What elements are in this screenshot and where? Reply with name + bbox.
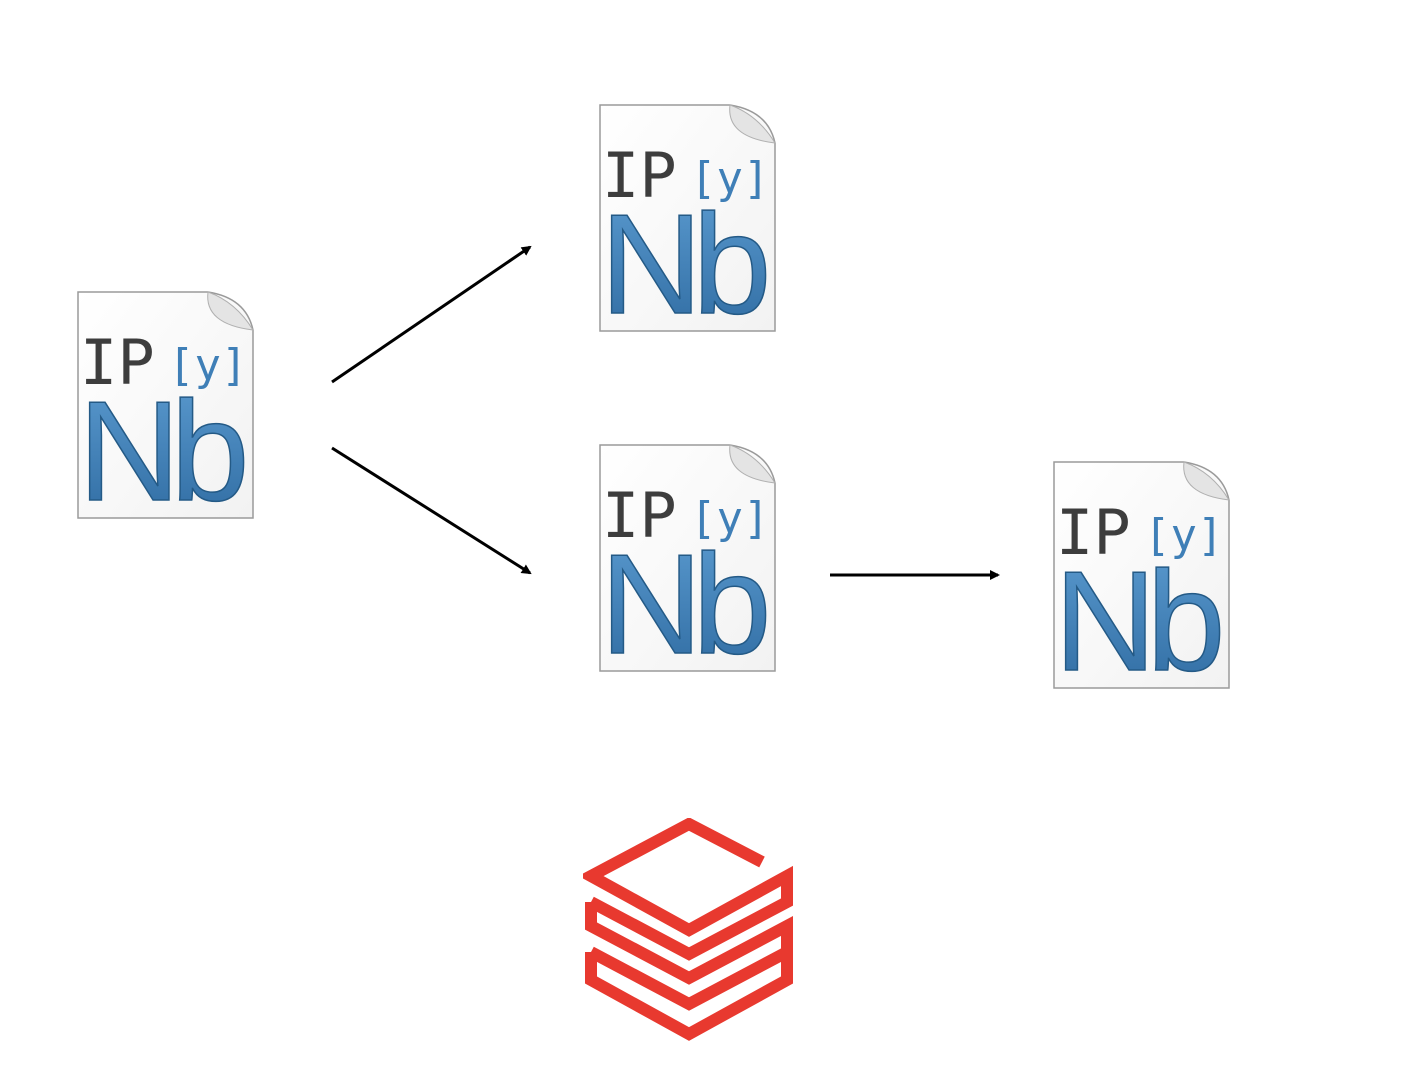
databricks-logo-icon xyxy=(578,817,795,1043)
notebook-nb-label: Nb xyxy=(1054,542,1221,690)
notebook-ip-label: IP xyxy=(1056,496,1131,569)
notebook-icon: IP [y]: Nb xyxy=(599,104,778,333)
notebook-ip-label: IP xyxy=(602,139,677,212)
edge-nb1-to-nb2 xyxy=(331,245,532,384)
notebook-nb-label: Nb xyxy=(78,372,245,520)
notebook-py-label: [y]: xyxy=(690,493,778,544)
notebook-nb-label: Nb xyxy=(600,185,767,333)
notebook-icon: IP [y]: Nb xyxy=(599,444,778,673)
notebook-node-3[interactable]: IP [y]: Nb xyxy=(598,443,778,673)
notebook-py-label: [y]: xyxy=(690,153,778,204)
notebook-py-label: [y]: xyxy=(168,340,256,391)
notebook-icon: IP [y]: Nb xyxy=(77,291,256,520)
notebook-ip-label: IP xyxy=(602,479,677,552)
notebook-nb-label: Nb xyxy=(600,525,767,673)
edge-nb1-to-nb3 xyxy=(331,446,532,575)
notebook-ip-label: IP xyxy=(80,326,155,399)
notebook-node-1[interactable]: IP [y]: Nb xyxy=(76,290,256,520)
notebook-py-label: [y]: xyxy=(1144,510,1232,561)
notebook-node-2[interactable]: IP [y]: Nb xyxy=(598,103,778,333)
notebook-icon: IP [y]: Nb xyxy=(1053,461,1232,690)
notebook-node-4[interactable]: IP [y]: Nb xyxy=(1052,460,1232,690)
